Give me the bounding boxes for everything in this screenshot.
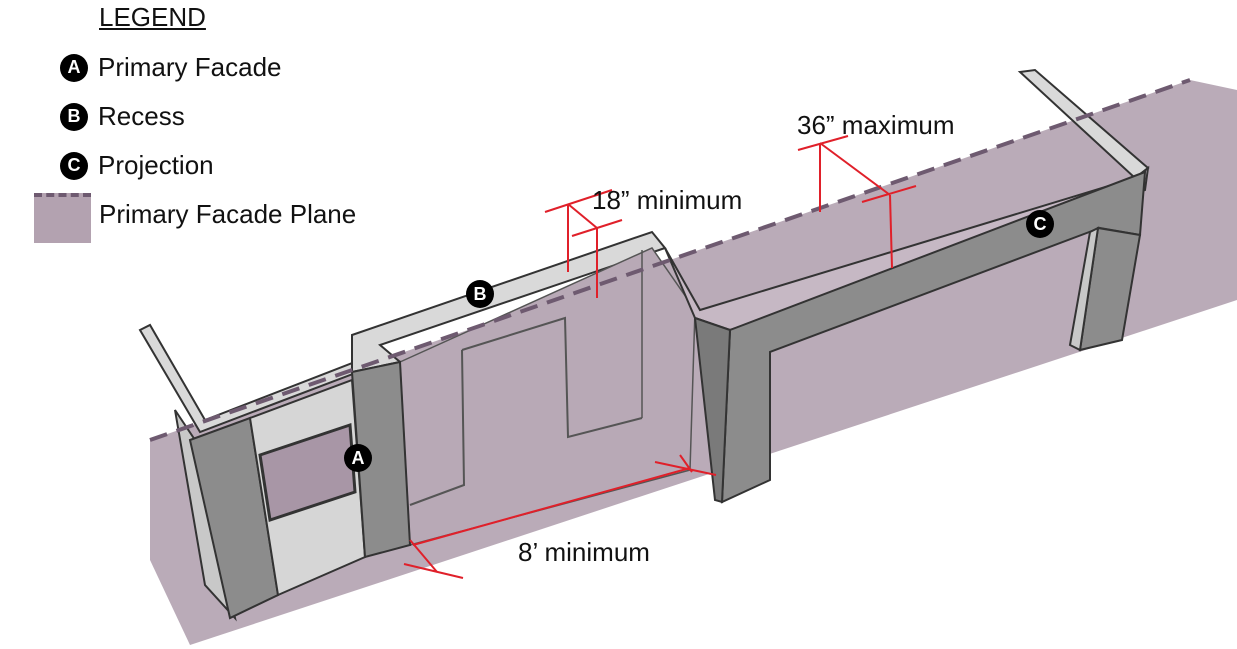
dimension-36-maximum	[797, 135, 917, 269]
dimension-8-minimum	[403, 454, 717, 579]
legend-title: LEGEND	[99, 2, 206, 32]
label-8-minimum: 8’ minimum	[518, 537, 650, 567]
dimension-18-minimum	[544, 189, 623, 298]
door-outline-2	[461, 316, 643, 439]
label-36-maximum: 36” maximum	[797, 110, 955, 140]
marker-c: C	[1026, 210, 1054, 238]
projection-front	[720, 170, 1147, 504]
marker-b: B	[466, 280, 494, 308]
legend-item-projection: C Projection	[60, 150, 214, 181]
marker-b-icon: B	[60, 102, 88, 131]
legend: LEGEND A Primary Facade B Recess C Proje…	[0, 0, 420, 250]
projection-pillar-side	[693, 316, 732, 504]
recess-back	[399, 247, 696, 546]
marker-a: A	[344, 444, 372, 472]
legend-item-recess: B Recess	[60, 101, 185, 132]
facade-plane-swatch	[34, 193, 91, 243]
marker-c-icon: C	[60, 151, 88, 180]
label-18-minimum: 18” minimum	[592, 185, 743, 215]
legend-label-plane: Primary Facade Plane	[99, 199, 357, 229]
marker-a-icon: A	[60, 53, 88, 82]
legend-label: Projection	[98, 150, 214, 180]
door-outline	[409, 349, 466, 506]
legend-label: Primary Facade	[98, 52, 282, 82]
legend-label: Recess	[98, 101, 185, 131]
window	[258, 422, 357, 522]
middle-pillar	[350, 360, 412, 559]
primary-facade-plane-line	[149, 78, 1191, 442]
legend-item-primary-facade: A Primary Facade	[60, 52, 282, 83]
